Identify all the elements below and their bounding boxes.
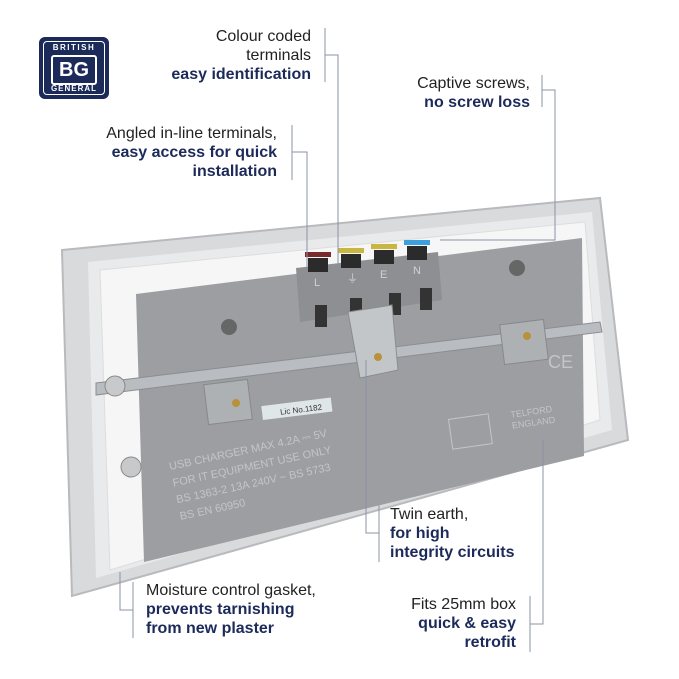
callout-colour-coded: Colour coded terminals easy identificati…: [100, 27, 311, 84]
rivet: [232, 399, 240, 407]
callout-captive-screws: Captive screws, no screw loss: [330, 74, 530, 112]
callout-bold: integrity circuits: [390, 544, 515, 561]
terminal-label: L: [314, 277, 320, 289]
leader-lines: [119, 28, 556, 652]
bracket-left: [203, 378, 253, 426]
terminal-colour-band: [338, 248, 364, 253]
terminal-screw: [308, 258, 328, 272]
callout-text: Angled in-line terminals,: [106, 125, 277, 142]
rivet: [374, 353, 382, 361]
terminal-label: E: [380, 269, 387, 281]
bracket-right: [499, 318, 549, 366]
screw-icon: [104, 375, 126, 397]
terminal-screw: [407, 246, 427, 260]
screw-icon: [120, 456, 142, 478]
callout-text: Colour coded: [215, 28, 311, 45]
callout-bold: retrofit: [464, 634, 516, 651]
callout-bold: for high: [390, 525, 450, 542]
terminal-colour-band: [371, 244, 397, 249]
callout-bold: prevents tarnishing: [146, 601, 295, 618]
rivet: [523, 332, 531, 340]
logo-bottom-text: GENERAL: [50, 84, 98, 93]
mounting-hole: [221, 319, 237, 335]
callout-bold: easy identification: [171, 66, 311, 83]
callout-text: Moisture control gasket,: [146, 582, 316, 599]
terminal-screw: [341, 254, 361, 268]
callout-angled-terminals: Angled in-line terminals, easy access fo…: [40, 124, 277, 181]
embossed-bg-logo: [447, 413, 493, 450]
logo-top-text: BRITISH: [52, 43, 96, 52]
callout-25mm-box: Fits 25mm box quick & easy retrofit: [336, 595, 516, 652]
callout-bold: no screw loss: [424, 94, 530, 111]
callout-text: Fits 25mm box: [411, 596, 516, 613]
callout-text: Captive screws,: [417, 75, 530, 92]
callout-bold: from new plaster: [146, 620, 275, 637]
earth-bracket: [347, 304, 399, 379]
earth-strap: [95, 321, 603, 396]
terminal-colour-band: [404, 240, 430, 245]
callout-bold: easy access for quick: [111, 144, 277, 161]
callout-moisture-gasket: Moisture control gasket, prevents tarnis…: [146, 581, 386, 638]
terminal-label: ⏚: [347, 272, 358, 285]
pin-hole: [420, 288, 432, 310]
callout-text: terminals: [246, 47, 311, 64]
licence-label: [261, 397, 333, 420]
logo-mark: BG: [51, 55, 97, 85]
callout-twin-earth: Twin earth, for high integrity circuits: [390, 505, 610, 562]
terminal-label: N: [413, 265, 421, 277]
terminal-block: [296, 252, 442, 322]
callout-text: Twin earth,: [390, 506, 469, 523]
terminal-colour-band: [305, 252, 331, 257]
pin-hole: [315, 305, 327, 327]
socket-module: [136, 238, 584, 562]
ce-mark: CE: [548, 352, 573, 372]
callout-bold: quick & easy: [418, 615, 516, 632]
mounting-hole: [509, 260, 525, 276]
callout-bold: installation: [192, 163, 277, 180]
british-general-logo: BRITISH BG GENERAL: [39, 37, 109, 99]
terminal-screw: [374, 250, 394, 264]
